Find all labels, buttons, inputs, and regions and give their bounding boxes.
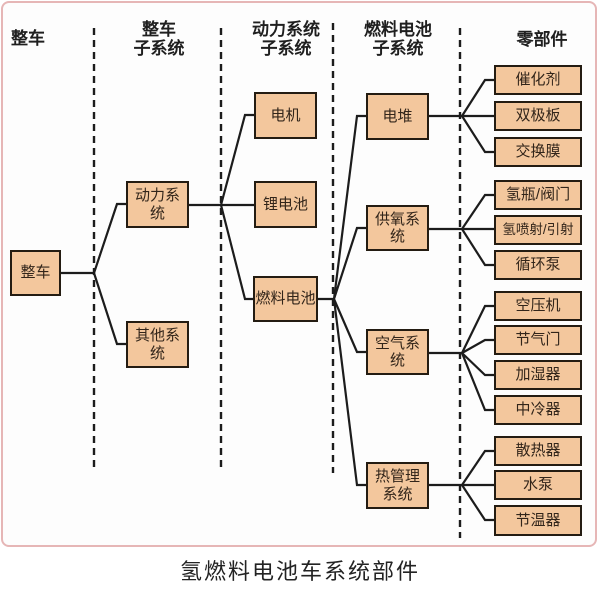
column-header-fuel-cell-subsystem: 燃料电池 子系统 bbox=[364, 20, 432, 59]
node-water-pump: 水泵 bbox=[494, 470, 582, 500]
node-hydrogen-injection-ejector: 氢喷射/引射 bbox=[494, 215, 582, 245]
diagram-panel: 整车 整车 子系统 动力系统 子系统 燃料电池 子系统 零部件 整车 动力系统 … bbox=[1, 1, 597, 547]
diagram-title: 氢燃料电池车系统部件 bbox=[179, 560, 420, 585]
column-header-vehicle-subsystem: 整车 子系统 bbox=[133, 20, 185, 59]
node-thermal-management-system: 热管理 系统 bbox=[366, 462, 429, 509]
node-circulation-pump: 循环泵 bbox=[494, 250, 582, 280]
node-thermostat: 节温器 bbox=[494, 505, 582, 536]
node-lithium-battery: 锂电池 bbox=[254, 181, 317, 228]
node-motor: 电机 bbox=[254, 92, 317, 139]
node-humidifier: 加湿器 bbox=[494, 360, 582, 390]
node-catalyst: 催化剂 bbox=[494, 65, 582, 95]
node-other-systems: 其他系统 bbox=[126, 321, 189, 368]
column-header-power-subsystem: 动力系统 子系统 bbox=[252, 20, 320, 59]
column-header-vehicle: 整车 bbox=[11, 29, 45, 48]
node-bipolar-plate: 双极板 bbox=[494, 101, 582, 131]
node-air-compressor: 空压机 bbox=[494, 291, 582, 321]
node-radiator: 散热器 bbox=[494, 436, 582, 466]
node-intercooler: 中冷器 bbox=[494, 395, 582, 425]
node-fuel-cell: 燃料电池 bbox=[253, 276, 318, 322]
node-exchange-membrane: 交换膜 bbox=[494, 137, 582, 167]
node-power-system: 动力系统 bbox=[126, 181, 189, 228]
node-air-system: 空气系统 bbox=[366, 329, 429, 375]
node-throttle: 节气门 bbox=[494, 325, 582, 355]
node-stack: 电堆 bbox=[366, 93, 429, 140]
node-hydrogen-tank-valve: 氢瓶/阀门 bbox=[494, 180, 582, 210]
node-oxygen-supply-system: 供氧系统 bbox=[366, 205, 429, 251]
node-vehicle: 整车 bbox=[10, 250, 61, 296]
column-header-components: 零部件 bbox=[516, 30, 568, 49]
